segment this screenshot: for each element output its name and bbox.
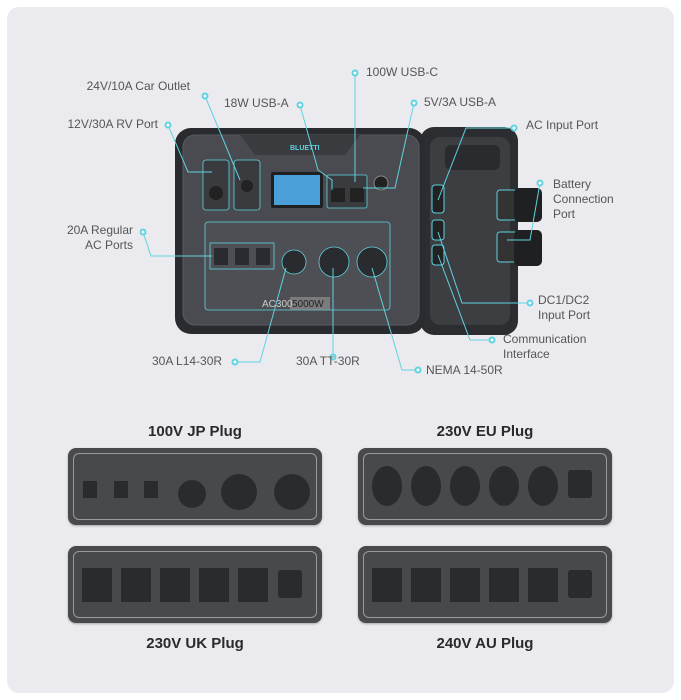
device-model: AC300: [262, 299, 293, 310]
jp-plug-panel: [68, 448, 322, 525]
callout-usb-a-18w: 18W USB-A: [224, 96, 289, 110]
eu-plug-title: 230V EU Plug: [436, 423, 534, 440]
callout-ac-input: AC Input Port: [526, 118, 599, 132]
uk-plug-panel: [68, 546, 322, 623]
device-logo: BLUETTI: [290, 145, 320, 152]
callout-lines: [142, 73, 541, 371]
au-plug-title: 240V AU Plug: [436, 635, 534, 652]
uk-plug-title: 230V UK Plug: [146, 635, 244, 652]
callout-rv-port: 12V/30A RV Port: [67, 117, 158, 131]
callout-car-outlet: 24V/10A Car Outlet: [86, 79, 190, 93]
device-power: 5000W: [292, 299, 324, 310]
callout-l14: 30A L14-30R: [152, 354, 223, 368]
callout-nema: NEMA 14-50R: [426, 363, 503, 377]
callout-dots: [139, 69, 544, 374]
callout-usb-a-5v: 5V/3A USB-A: [424, 95, 497, 109]
callout-tt: 30A TT-30R: [296, 354, 360, 368]
device-front: BLUETTI AC300 5000W: [175, 128, 425, 334]
eu-plug-panel: [358, 448, 612, 525]
au-plug-panel: [358, 546, 612, 623]
callout-usb-c: 100W USB-C: [366, 65, 439, 79]
device-side-panel: [420, 127, 518, 335]
jp-plug-title: 100V JP Plug: [148, 423, 242, 440]
